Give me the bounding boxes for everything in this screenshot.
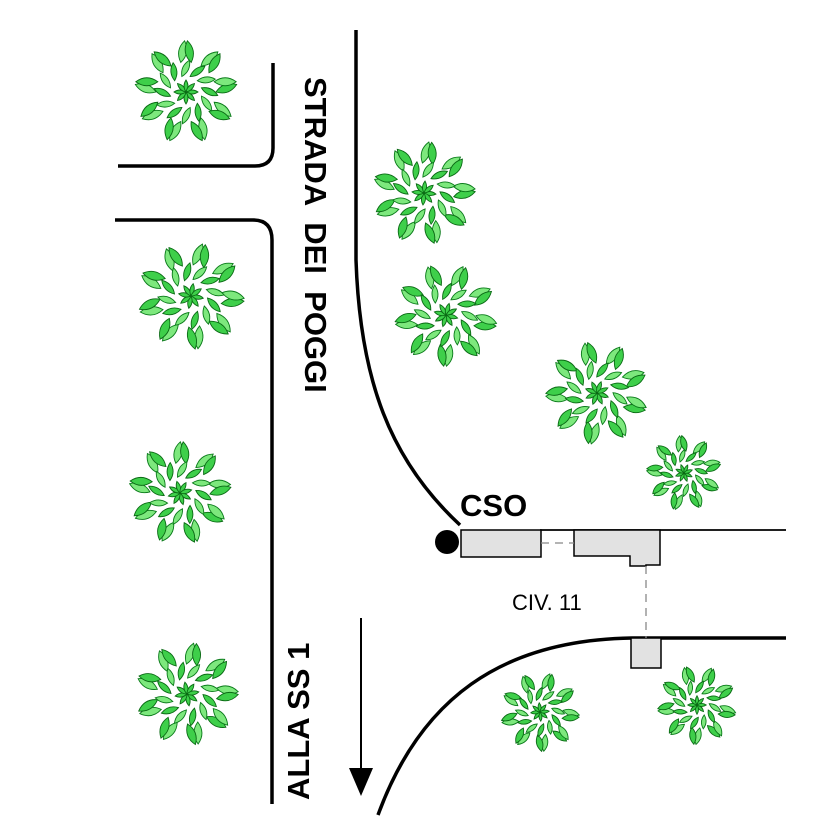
tree-icon	[134, 40, 238, 142]
tree-icon	[138, 243, 245, 350]
outfall-label: CSO	[460, 488, 527, 523]
junction-lower-curve	[376, 636, 786, 816]
civ-11-annex	[630, 637, 662, 669]
tree-icon	[373, 141, 476, 244]
main-road-right-edge	[354, 30, 462, 527]
tree-icon	[500, 673, 581, 753]
cso-building	[460, 529, 542, 558]
direction-label: ALLA SS 1	[281, 643, 316, 800]
street-name-label: STRADA DEI POGGI	[298, 77, 333, 393]
tree-icon	[645, 434, 722, 511]
side-road-lower-edge	[115, 218, 274, 804]
side-road-upper-edge	[118, 63, 275, 168]
tree-icon	[394, 265, 498, 367]
roads	[115, 30, 786, 816]
filled-circle-icon	[435, 530, 459, 554]
buildings	[460, 529, 662, 669]
tree-icon	[137, 642, 239, 746]
trees	[128, 40, 737, 753]
arrow-down-icon	[349, 618, 373, 796]
civ-11-building	[573, 529, 661, 567]
tree-icon	[545, 341, 647, 445]
tree-icon	[128, 441, 232, 543]
civic-number-label: CIV. 11	[512, 590, 582, 615]
tree-icon	[657, 666, 737, 746]
